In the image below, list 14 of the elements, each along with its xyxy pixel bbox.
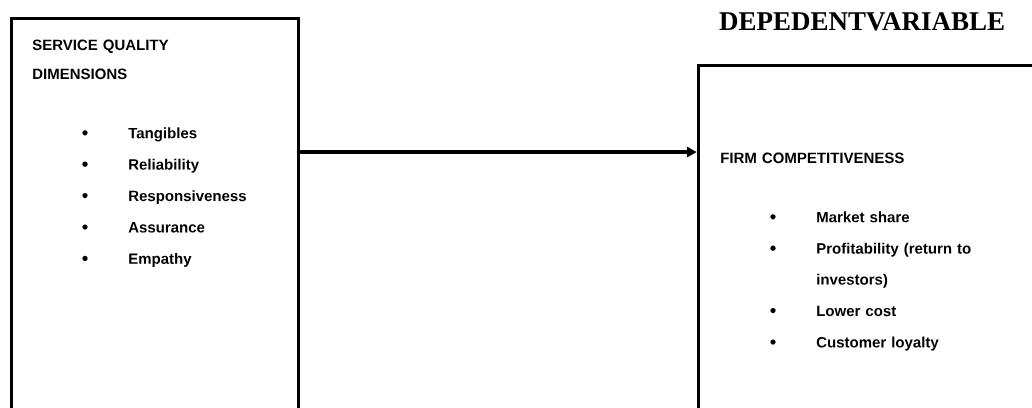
bullet-item: Tangibles	[82, 127, 197, 142]
box-heading: SERVICE QUALITY DIMENSIONS	[32, 39, 169, 80]
bullet-item: Responsiveness	[82, 190, 246, 205]
bullet-item: Market share	[770, 211, 910, 223]
bullet-item: Lower cost	[770, 305, 897, 317]
bullet-item: Profitability (return to investors)	[770, 242, 971, 288]
framework-box	[697, 64, 1032, 408]
bullet-item: Reliability	[82, 158, 199, 173]
bullet-item: Assurance	[82, 222, 205, 233]
box-heading: FIRM COMPETITIVENESS	[721, 152, 904, 164]
bullet-item: Empathy	[82, 252, 192, 267]
heading: DEPEDENTVARIABLE	[719, 12, 1004, 31]
bullet-item: Customer loyalty	[770, 336, 939, 351]
framework-box	[10, 17, 300, 408]
